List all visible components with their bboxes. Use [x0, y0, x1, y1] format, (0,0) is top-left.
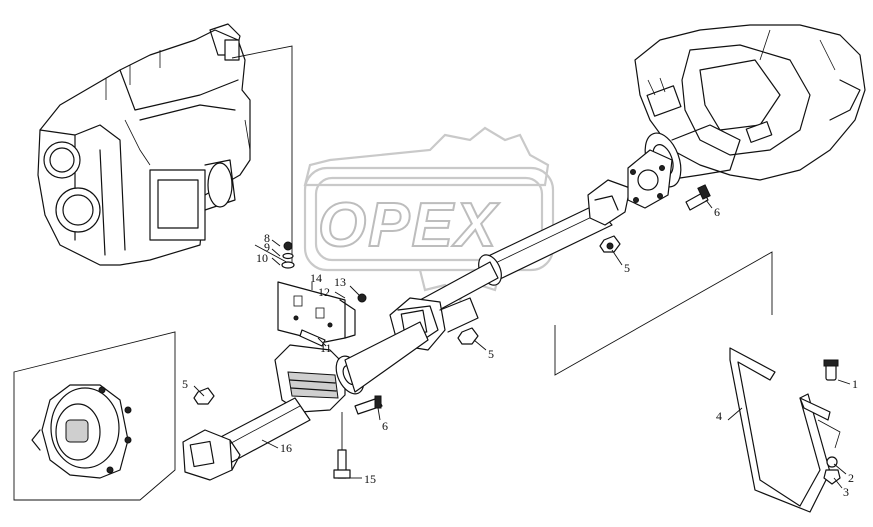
- callout-5-left: 5: [182, 377, 188, 391]
- opex-watermark: OPEX: [303, 126, 555, 302]
- callout-6-upper: 6: [714, 205, 720, 219]
- callout-15: 15: [364, 472, 376, 486]
- callout-10: 10: [256, 251, 268, 265]
- nut-5-upper: [599, 235, 621, 253]
- mounting-bracket-14: [277, 281, 356, 343]
- callout-11: 11: [320, 341, 332, 355]
- rear-driveshaft: [419, 149, 673, 317]
- callout-16: 16: [280, 441, 292, 455]
- callout-5-middle: 5: [488, 347, 494, 361]
- front-driveshaft-16: [182, 397, 311, 481]
- bolt-15: [333, 412, 351, 479]
- gearbox-assembly: [37, 23, 251, 266]
- rear-axle-housing: [634, 24, 866, 188]
- callout-1: 1: [852, 377, 858, 391]
- nut-5-middle: [457, 327, 479, 345]
- washer-stack-8-10: [281, 241, 295, 269]
- callout-6-lower: 6: [382, 419, 388, 433]
- callout-3: 3: [843, 485, 849, 499]
- watermark-text: OPEX: [318, 191, 500, 260]
- bolt-6-lower: [354, 395, 383, 415]
- callout-2: 2: [848, 471, 854, 485]
- output-flange-assembly: [31, 384, 132, 479]
- leader-lines: [193, 199, 851, 489]
- callout-9: 9: [264, 240, 270, 254]
- callout-5-upper: 5: [624, 261, 630, 275]
- callout-14: 14: [310, 271, 322, 285]
- bolt-6-upper: [685, 184, 711, 211]
- callout-4: 4: [716, 409, 722, 423]
- callout-8: 8: [264, 231, 270, 245]
- callout-13: 13: [334, 275, 346, 289]
- bolt-11: [299, 329, 326, 347]
- callout-12: 12: [318, 285, 330, 299]
- u-bolt-detail: [729, 347, 841, 513]
- center-bearing-support: [274, 321, 429, 413]
- callout-labels: 1 2 3 4 5 5 5 6 6 8 9 10 11 12 13 14 15 …: [182, 205, 858, 499]
